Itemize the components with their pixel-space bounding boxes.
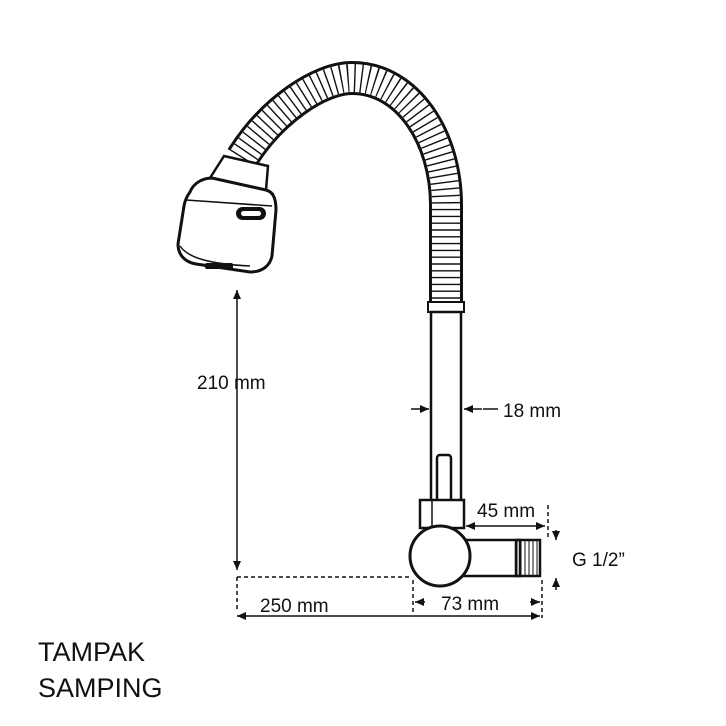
reach-label: 250 mm: [260, 596, 329, 617]
flexible-hose: [227, 60, 463, 312]
threaded-connector: [514, 538, 542, 578]
height-label: 210 mm: [197, 373, 266, 394]
view-caption-line2: SAMPING: [38, 673, 163, 703]
dimension-lines: [233, 290, 560, 620]
nozzle-outlet: [205, 263, 233, 269]
diameter-label: 18 mm: [503, 401, 561, 422]
wall-inlet-assembly: [408, 498, 542, 588]
swivel-collar: [418, 498, 466, 530]
rigid-pipe: [427, 301, 465, 517]
view-caption-line1: TAMPAK: [38, 637, 145, 667]
spray-head: [176, 154, 278, 274]
thread-size-label: G 1/2”: [572, 550, 625, 571]
base-width-label: 73 mm: [441, 594, 499, 615]
swivel-body: [408, 524, 472, 588]
inlet-length-label: 45 mm: [477, 501, 535, 522]
